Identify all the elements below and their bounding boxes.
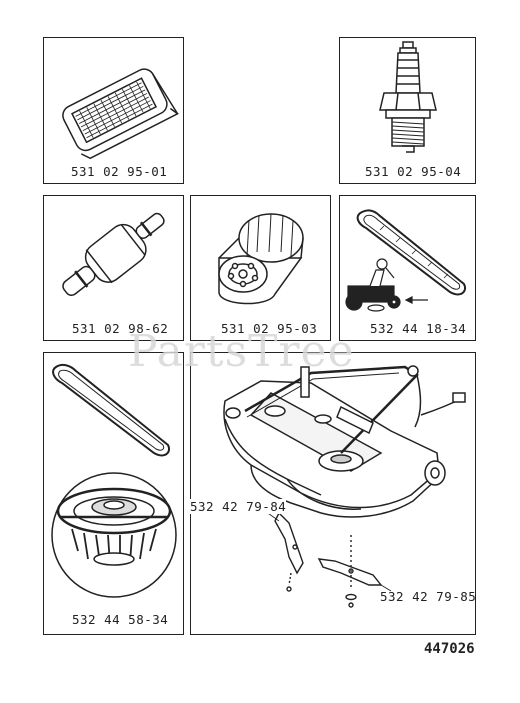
drive-belt-illustration xyxy=(345,209,466,312)
mower-deck-illustration xyxy=(223,365,466,608)
part-number-oil-filter: 531 02 95-03 xyxy=(221,321,318,336)
fuel-filter-illustration xyxy=(62,212,165,296)
spark-plug-illustration xyxy=(379,41,437,153)
panel-mower-deck[interactable]: 532 42 79-84 532 42 79-85 xyxy=(190,352,476,635)
part-number-air-filter: 531 02 95-01 xyxy=(71,164,168,179)
document-number: 447026 xyxy=(424,641,475,657)
part-number-drive-belt: 532 44 18-34 xyxy=(370,321,467,336)
panel-drive-belt[interactable]: 532 44 18-34 xyxy=(339,195,476,341)
part-number-fuel-filter: 531 02 98-62 xyxy=(72,321,169,336)
panel-fuel-filter[interactable]: 531 02 98-62 xyxy=(43,195,184,341)
part-number-deck-belt: 532 44 58-34 xyxy=(72,612,169,627)
air-filter-illustration xyxy=(62,68,179,160)
blade-right xyxy=(317,535,383,608)
part-number-blade-right: 532 42 79-85 xyxy=(380,589,477,604)
arrow-left-icon xyxy=(404,296,428,304)
part-number-blade-left: 532 42 79-84 xyxy=(190,499,287,514)
blade-left xyxy=(274,511,304,592)
part-number-spark-plug: 531 02 95-04 xyxy=(365,164,462,179)
panel-spark-plug[interactable]: 531 02 95-04 xyxy=(339,37,476,184)
oil-filter-illustration xyxy=(218,213,304,305)
panel-air-filter[interactable]: 531 02 95-01 xyxy=(43,37,184,184)
tractor-icon xyxy=(345,258,401,312)
panel-oil-filter[interactable]: 531 02 95-03 xyxy=(190,195,331,341)
panel-deck-belt-pulley[interactable]: 532 44 58-34 xyxy=(43,352,184,635)
deck-belt-pulley-illustration xyxy=(51,363,177,598)
